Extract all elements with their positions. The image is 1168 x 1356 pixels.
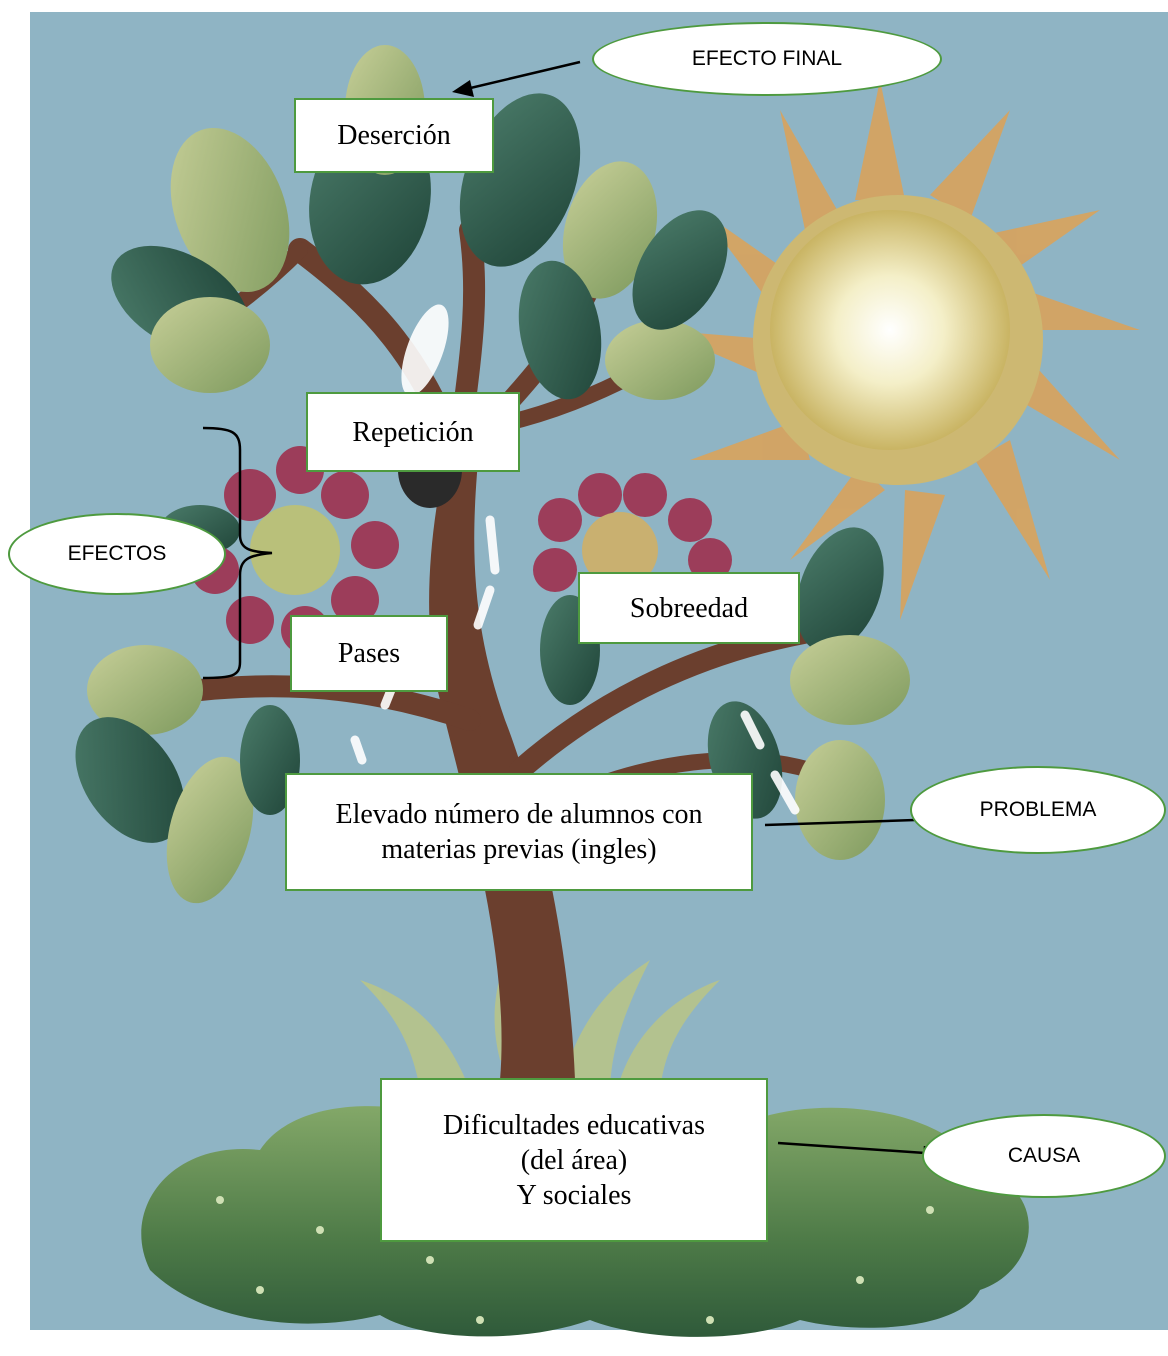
flight-path bbox=[350, 515, 800, 815]
tree-trunk bbox=[429, 440, 575, 1080]
label-desercion: Deserción bbox=[294, 98, 494, 173]
oval-causa: CAUSA bbox=[922, 1114, 1166, 1198]
connectors bbox=[202, 60, 927, 1160]
label-sobreedad: Sobreedad bbox=[578, 572, 800, 644]
label-pases: Pases bbox=[290, 615, 448, 692]
flower-right bbox=[533, 473, 732, 592]
oval-efectos: EFECTOS bbox=[8, 513, 226, 595]
oval-efecto-final: EFECTO FINAL bbox=[592, 22, 942, 96]
line-causa bbox=[777, 1141, 926, 1155]
ground-dots bbox=[216, 1196, 934, 1324]
arrow-efecto-final bbox=[461, 60, 581, 92]
leaves bbox=[75, 45, 910, 904]
label-repeticion: Repetición bbox=[306, 392, 520, 472]
label-causa: Dificultades educativas (del área) Y soc… bbox=[380, 1078, 768, 1242]
brace-efectos bbox=[202, 426, 273, 680]
line-problema bbox=[764, 818, 916, 827]
label-problema: Elevado número de alumnos con materias p… bbox=[285, 773, 753, 891]
oval-problema: PROBLEMA bbox=[910, 766, 1166, 854]
